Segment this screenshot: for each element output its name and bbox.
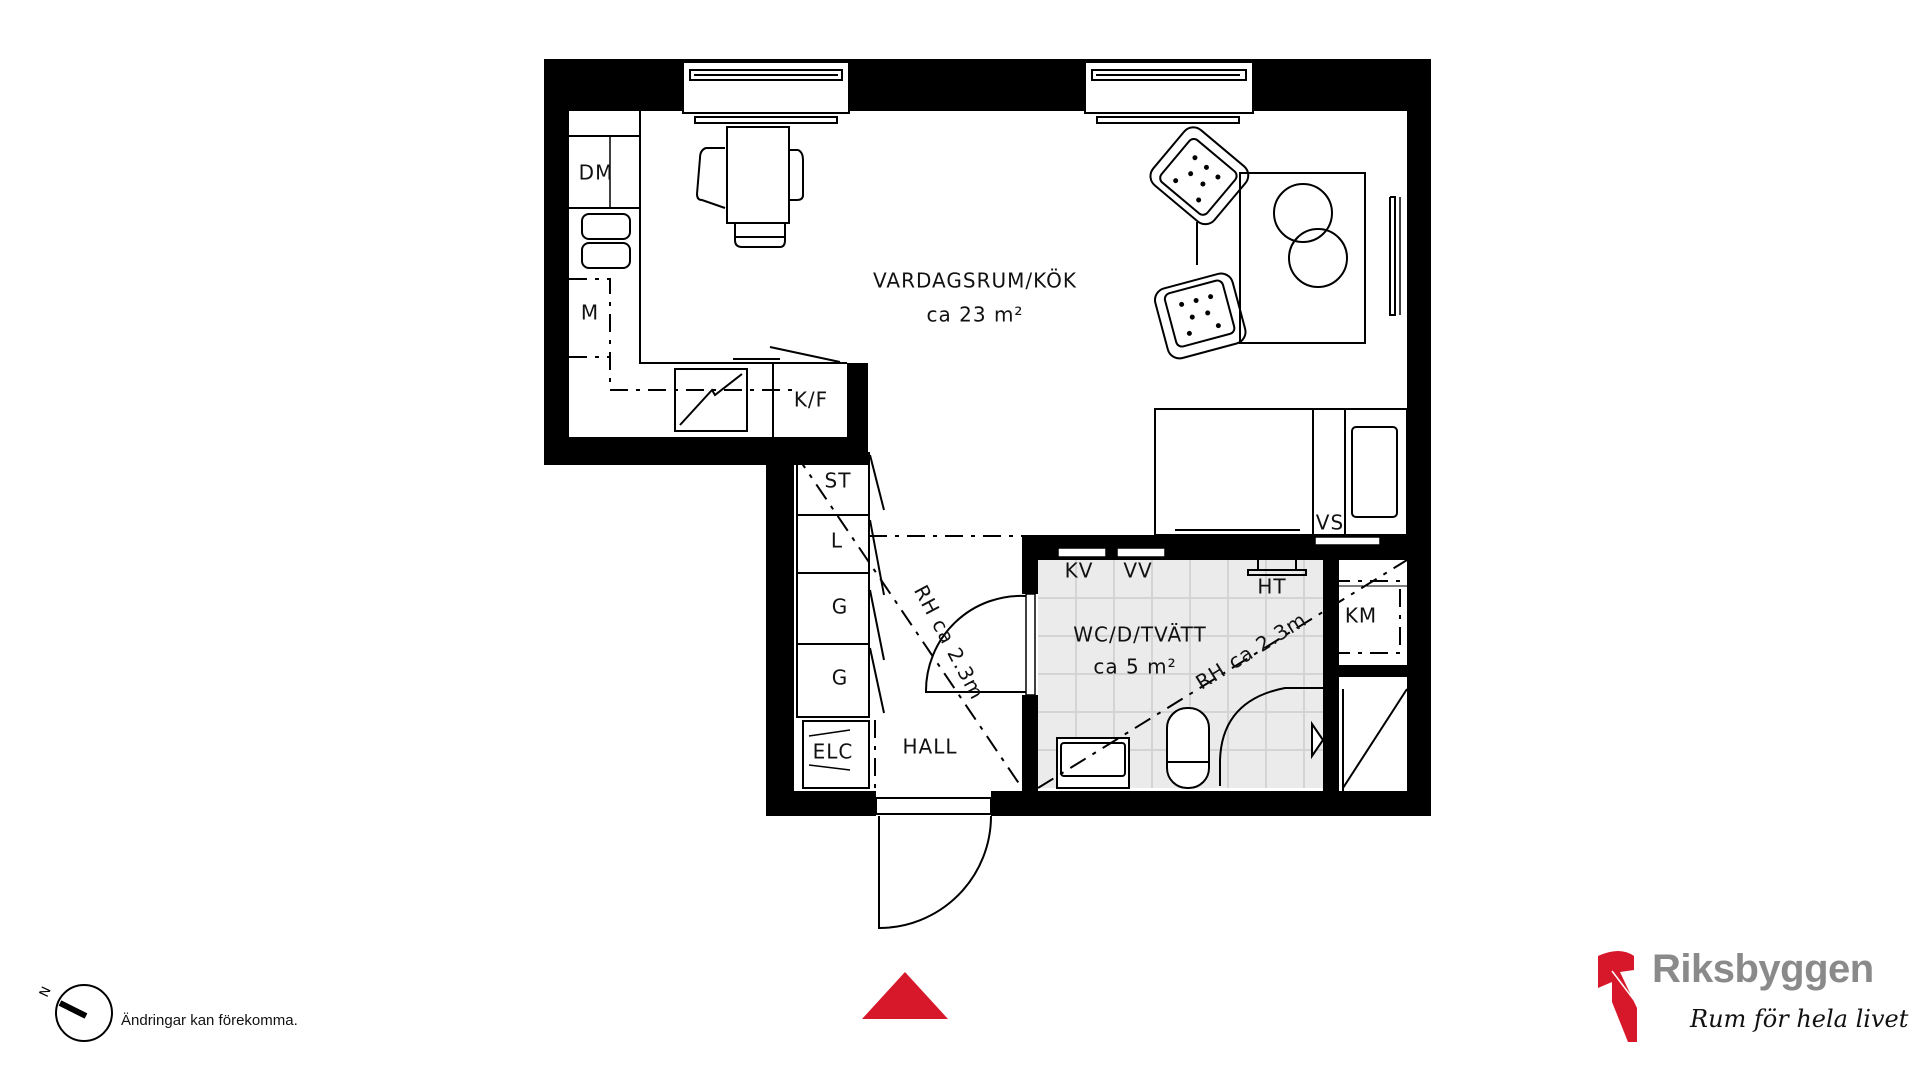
window-left [682,61,850,124]
room-name-hall: HALL [902,735,957,759]
armchair [1149,126,1250,226]
room-area-living: ca 23 m² [927,303,1024,327]
bathroom-door [924,593,1036,696]
dining-table [695,126,804,248]
walls [544,59,1431,816]
label-vv: VV [1123,559,1152,583]
bed [1154,408,1408,546]
room-name-bathroom: WC/D/TVÄTT [1073,623,1206,647]
hall-closets [794,452,1023,790]
room-area-bathroom: ca 5 m² [1093,655,1176,679]
armchair [1154,272,1247,360]
label-fridge-freezer: K/F [794,388,828,412]
disclaimer-text: Ändringar kan förekomma. [121,1012,298,1029]
room-name-living: VARDAGSRUM/KÖK [873,269,1077,293]
label-elc: ELC [813,740,854,764]
brand-tagline: Rum för hela livet [1690,1005,1909,1033]
entrance-door[interactable] [875,797,992,930]
brand-name: Riksbyggen [1652,947,1874,991]
bathroom-fixtures [1037,547,1408,791]
label-vs: VS [1316,511,1344,535]
entrance-marker-icon [862,972,948,1019]
ceiling-height-hall: RH ca 2.3m [909,581,989,704]
label-microwave: M [581,301,599,325]
label-g2: G [832,666,849,690]
label-l: L [831,529,843,553]
compass-north-label: N [37,985,55,1000]
riksbyggen-logo-icon [1598,951,1637,1042]
label-km: KM [1345,604,1377,628]
compass-icon: N [37,984,113,1042]
kitchen-counter [569,111,847,437]
lounge-furniture [1149,126,1401,360]
label-ht: HT [1257,575,1286,599]
label-g1: G [832,595,849,619]
label-kv: KV [1065,559,1094,583]
label-dishwasher: DM [579,161,614,185]
label-st: ST [825,469,852,493]
window-right [1084,61,1254,124]
